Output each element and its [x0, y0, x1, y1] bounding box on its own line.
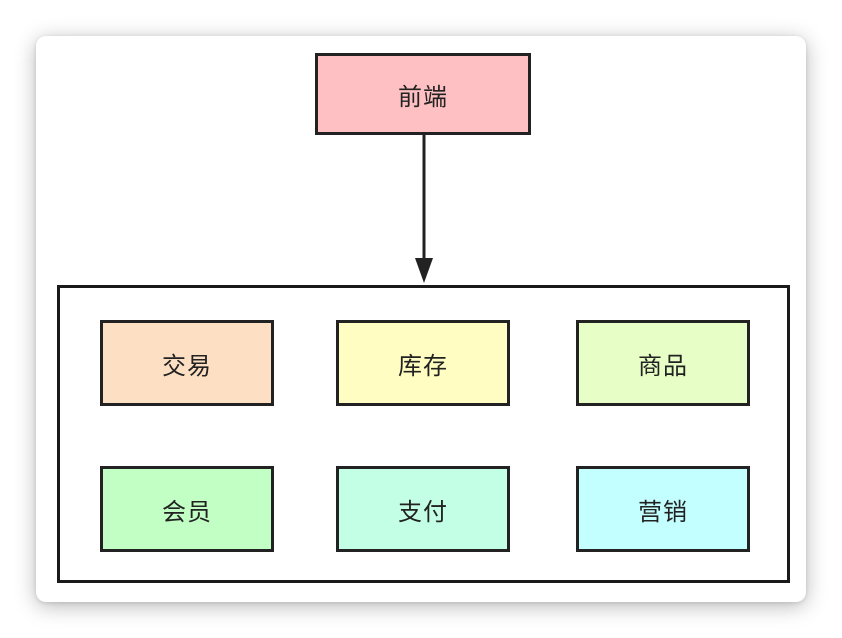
service-label: 会员 — [162, 497, 212, 526]
service-node-marketing: 营销 — [576, 466, 750, 552]
arrowhead-icon — [415, 258, 433, 283]
service-node-member: 会员 — [100, 466, 274, 552]
services-group — [57, 285, 790, 583]
service-label: 库存 — [398, 351, 448, 380]
service-node-product: 商品 — [576, 320, 750, 406]
frontend-node: 前端 — [315, 53, 531, 135]
service-label: 营销 — [638, 497, 688, 526]
service-node-trade: 交易 — [100, 320, 274, 406]
service-node-payment: 支付 — [336, 466, 510, 552]
service-node-inventory: 库存 — [336, 320, 510, 406]
service-label: 交易 — [162, 351, 212, 380]
service-label: 商品 — [638, 351, 688, 380]
frontend-label: 前端 — [398, 82, 448, 111]
service-label: 支付 — [398, 497, 448, 526]
